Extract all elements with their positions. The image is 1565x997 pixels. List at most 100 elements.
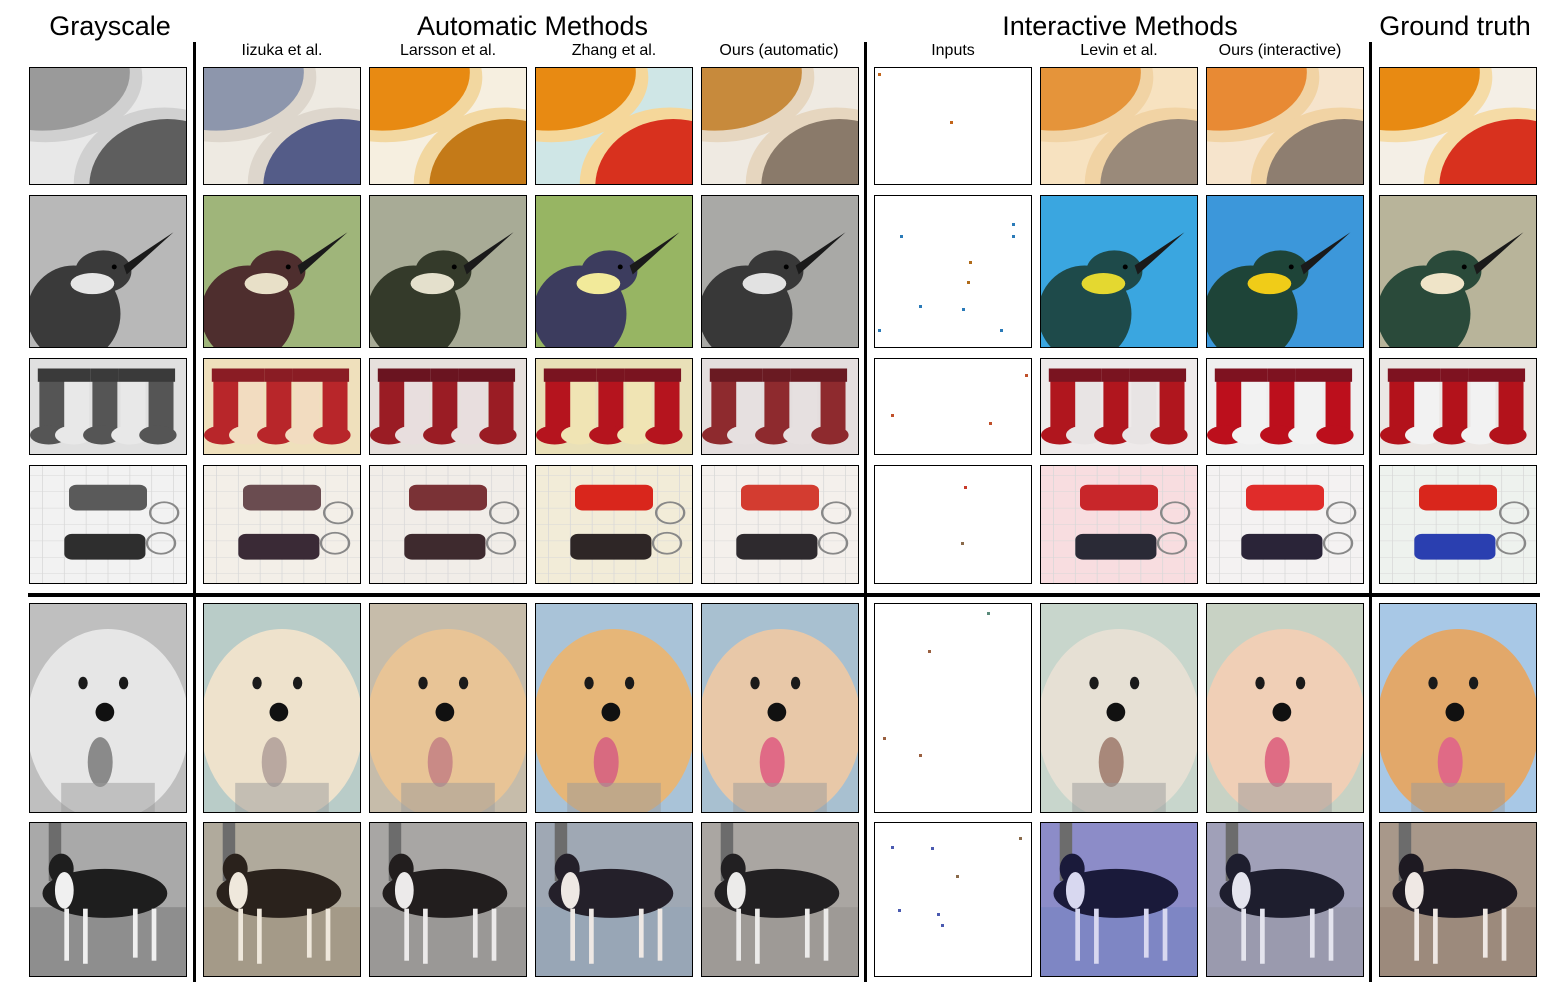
hummingbird-image bbox=[204, 196, 360, 347]
hummingbird-image bbox=[536, 196, 692, 347]
stockings-image bbox=[1380, 359, 1536, 454]
image-hummingbird-ground-truth bbox=[1379, 195, 1537, 348]
keychains-image bbox=[30, 466, 186, 583]
image-pomeranian-ours-interactive bbox=[1206, 603, 1364, 813]
grayscale-header: Grayscale bbox=[49, 11, 171, 41]
image-pomeranian-larsson bbox=[369, 603, 527, 813]
user-input-point bbox=[999, 328, 1003, 332]
image-hummingbird-larsson bbox=[369, 195, 527, 348]
stockings-image bbox=[536, 359, 692, 454]
image-keychains-ours-auto bbox=[701, 465, 859, 584]
borzoi-image bbox=[204, 823, 360, 976]
pomeranian-image bbox=[1041, 604, 1197, 812]
borzoi-image bbox=[30, 823, 186, 976]
column-label-inputs: Inputs bbox=[931, 42, 975, 59]
image-orange-grayscale bbox=[29, 67, 187, 185]
user-input-point bbox=[1024, 374, 1028, 378]
image-pomeranian-ours-auto bbox=[701, 603, 859, 813]
image-keychains-zhang bbox=[535, 465, 693, 584]
image-keychains-ground-truth bbox=[1379, 465, 1537, 584]
image-keychains-levin bbox=[1040, 465, 1198, 584]
image-orange-levin bbox=[1040, 67, 1198, 185]
image-orange-zhang bbox=[535, 67, 693, 185]
pomeranian-image bbox=[370, 604, 526, 812]
user-input-point bbox=[963, 485, 967, 489]
user-input-point bbox=[928, 649, 932, 653]
keychains-image bbox=[702, 466, 858, 583]
user-input-point bbox=[890, 414, 894, 418]
keychains-image bbox=[1041, 466, 1197, 583]
image-keychains-iizuka bbox=[203, 465, 361, 584]
borzoi-image bbox=[370, 823, 526, 976]
image-orange-ours-interactive bbox=[1206, 67, 1364, 185]
image-hummingbird-grayscale bbox=[29, 195, 187, 348]
column-label-larsson: Larsson et al. bbox=[399, 42, 497, 59]
user-input-point bbox=[890, 845, 894, 849]
image-stockings-grayscale bbox=[29, 358, 187, 455]
image-hummingbird-levin bbox=[1040, 195, 1198, 348]
borzoi-image bbox=[1380, 823, 1536, 976]
orange-image bbox=[1041, 68, 1197, 184]
image-orange-inputs bbox=[874, 67, 1032, 185]
orange-image bbox=[1380, 68, 1536, 184]
user-input-point bbox=[1012, 235, 1016, 239]
pomeranian-image bbox=[1380, 604, 1536, 812]
ground-truth-header: Ground truth bbox=[1379, 11, 1531, 41]
user-input-point bbox=[988, 421, 992, 425]
image-stockings-ours-interactive bbox=[1206, 358, 1364, 455]
separator-before-ground-truth bbox=[1369, 42, 1372, 982]
user-input-point bbox=[956, 875, 960, 879]
column-label-levin: Levin et al. bbox=[1080, 42, 1158, 59]
image-hummingbird-iizuka bbox=[203, 195, 361, 348]
image-hummingbird-ours-interactive bbox=[1206, 195, 1364, 348]
stockings-image bbox=[370, 359, 526, 454]
image-hummingbird-ours-auto bbox=[701, 195, 859, 348]
user-input-point bbox=[937, 913, 941, 917]
image-stockings-larsson bbox=[369, 358, 527, 455]
image-stockings-levin bbox=[1040, 358, 1198, 455]
image-orange-iizuka bbox=[203, 67, 361, 185]
user-input-point bbox=[931, 847, 935, 851]
image-borzoi-levin bbox=[1040, 822, 1198, 977]
image-orange-larsson bbox=[369, 67, 527, 185]
pomeranian-image bbox=[1207, 604, 1363, 812]
hummingbird-image bbox=[1207, 196, 1363, 347]
image-borzoi-iizuka bbox=[203, 822, 361, 977]
stockings-image bbox=[30, 359, 186, 454]
image-orange-ground-truth bbox=[1379, 67, 1537, 185]
pomeranian-image bbox=[702, 604, 858, 812]
user-input-point bbox=[878, 328, 882, 332]
stockings-image bbox=[1041, 359, 1197, 454]
pomeranian-image bbox=[536, 604, 692, 812]
image-keychains-larsson bbox=[369, 465, 527, 584]
orange-image bbox=[204, 68, 360, 184]
user-input-point bbox=[940, 923, 944, 927]
orange-image bbox=[1207, 68, 1363, 184]
orange-image bbox=[370, 68, 526, 184]
borzoi-image bbox=[1207, 823, 1363, 976]
user-input-point bbox=[918, 304, 922, 308]
user-input-point bbox=[987, 612, 991, 616]
interactive-methods-header: Interactive Methods bbox=[1002, 11, 1238, 41]
column-label-iizuka: Iizuka et al. bbox=[241, 42, 323, 59]
keychains-image bbox=[204, 466, 360, 583]
user-input-point bbox=[878, 72, 882, 76]
image-pomeranian-iizuka bbox=[203, 603, 361, 813]
image-borzoi-ours-auto bbox=[701, 822, 859, 977]
stockings-image bbox=[204, 359, 360, 454]
user-input-point bbox=[1018, 836, 1022, 840]
user-input-point bbox=[899, 235, 903, 239]
hummingbird-image bbox=[370, 196, 526, 347]
orange-image bbox=[536, 68, 692, 184]
image-borzoi-ours-interactive bbox=[1206, 822, 1364, 977]
keychains-image bbox=[536, 466, 692, 583]
user-input-point bbox=[898, 908, 902, 912]
image-stockings-ground-truth bbox=[1379, 358, 1537, 455]
stockings-image bbox=[702, 359, 858, 454]
image-keychains-grayscale bbox=[29, 465, 187, 584]
user-input-point bbox=[962, 307, 966, 311]
separator-after-grayscale bbox=[193, 42, 196, 982]
keychains-image bbox=[1380, 466, 1536, 583]
separator-between-row-groups bbox=[28, 593, 1540, 597]
column-label-zhang: Zhang et al. bbox=[571, 42, 657, 59]
